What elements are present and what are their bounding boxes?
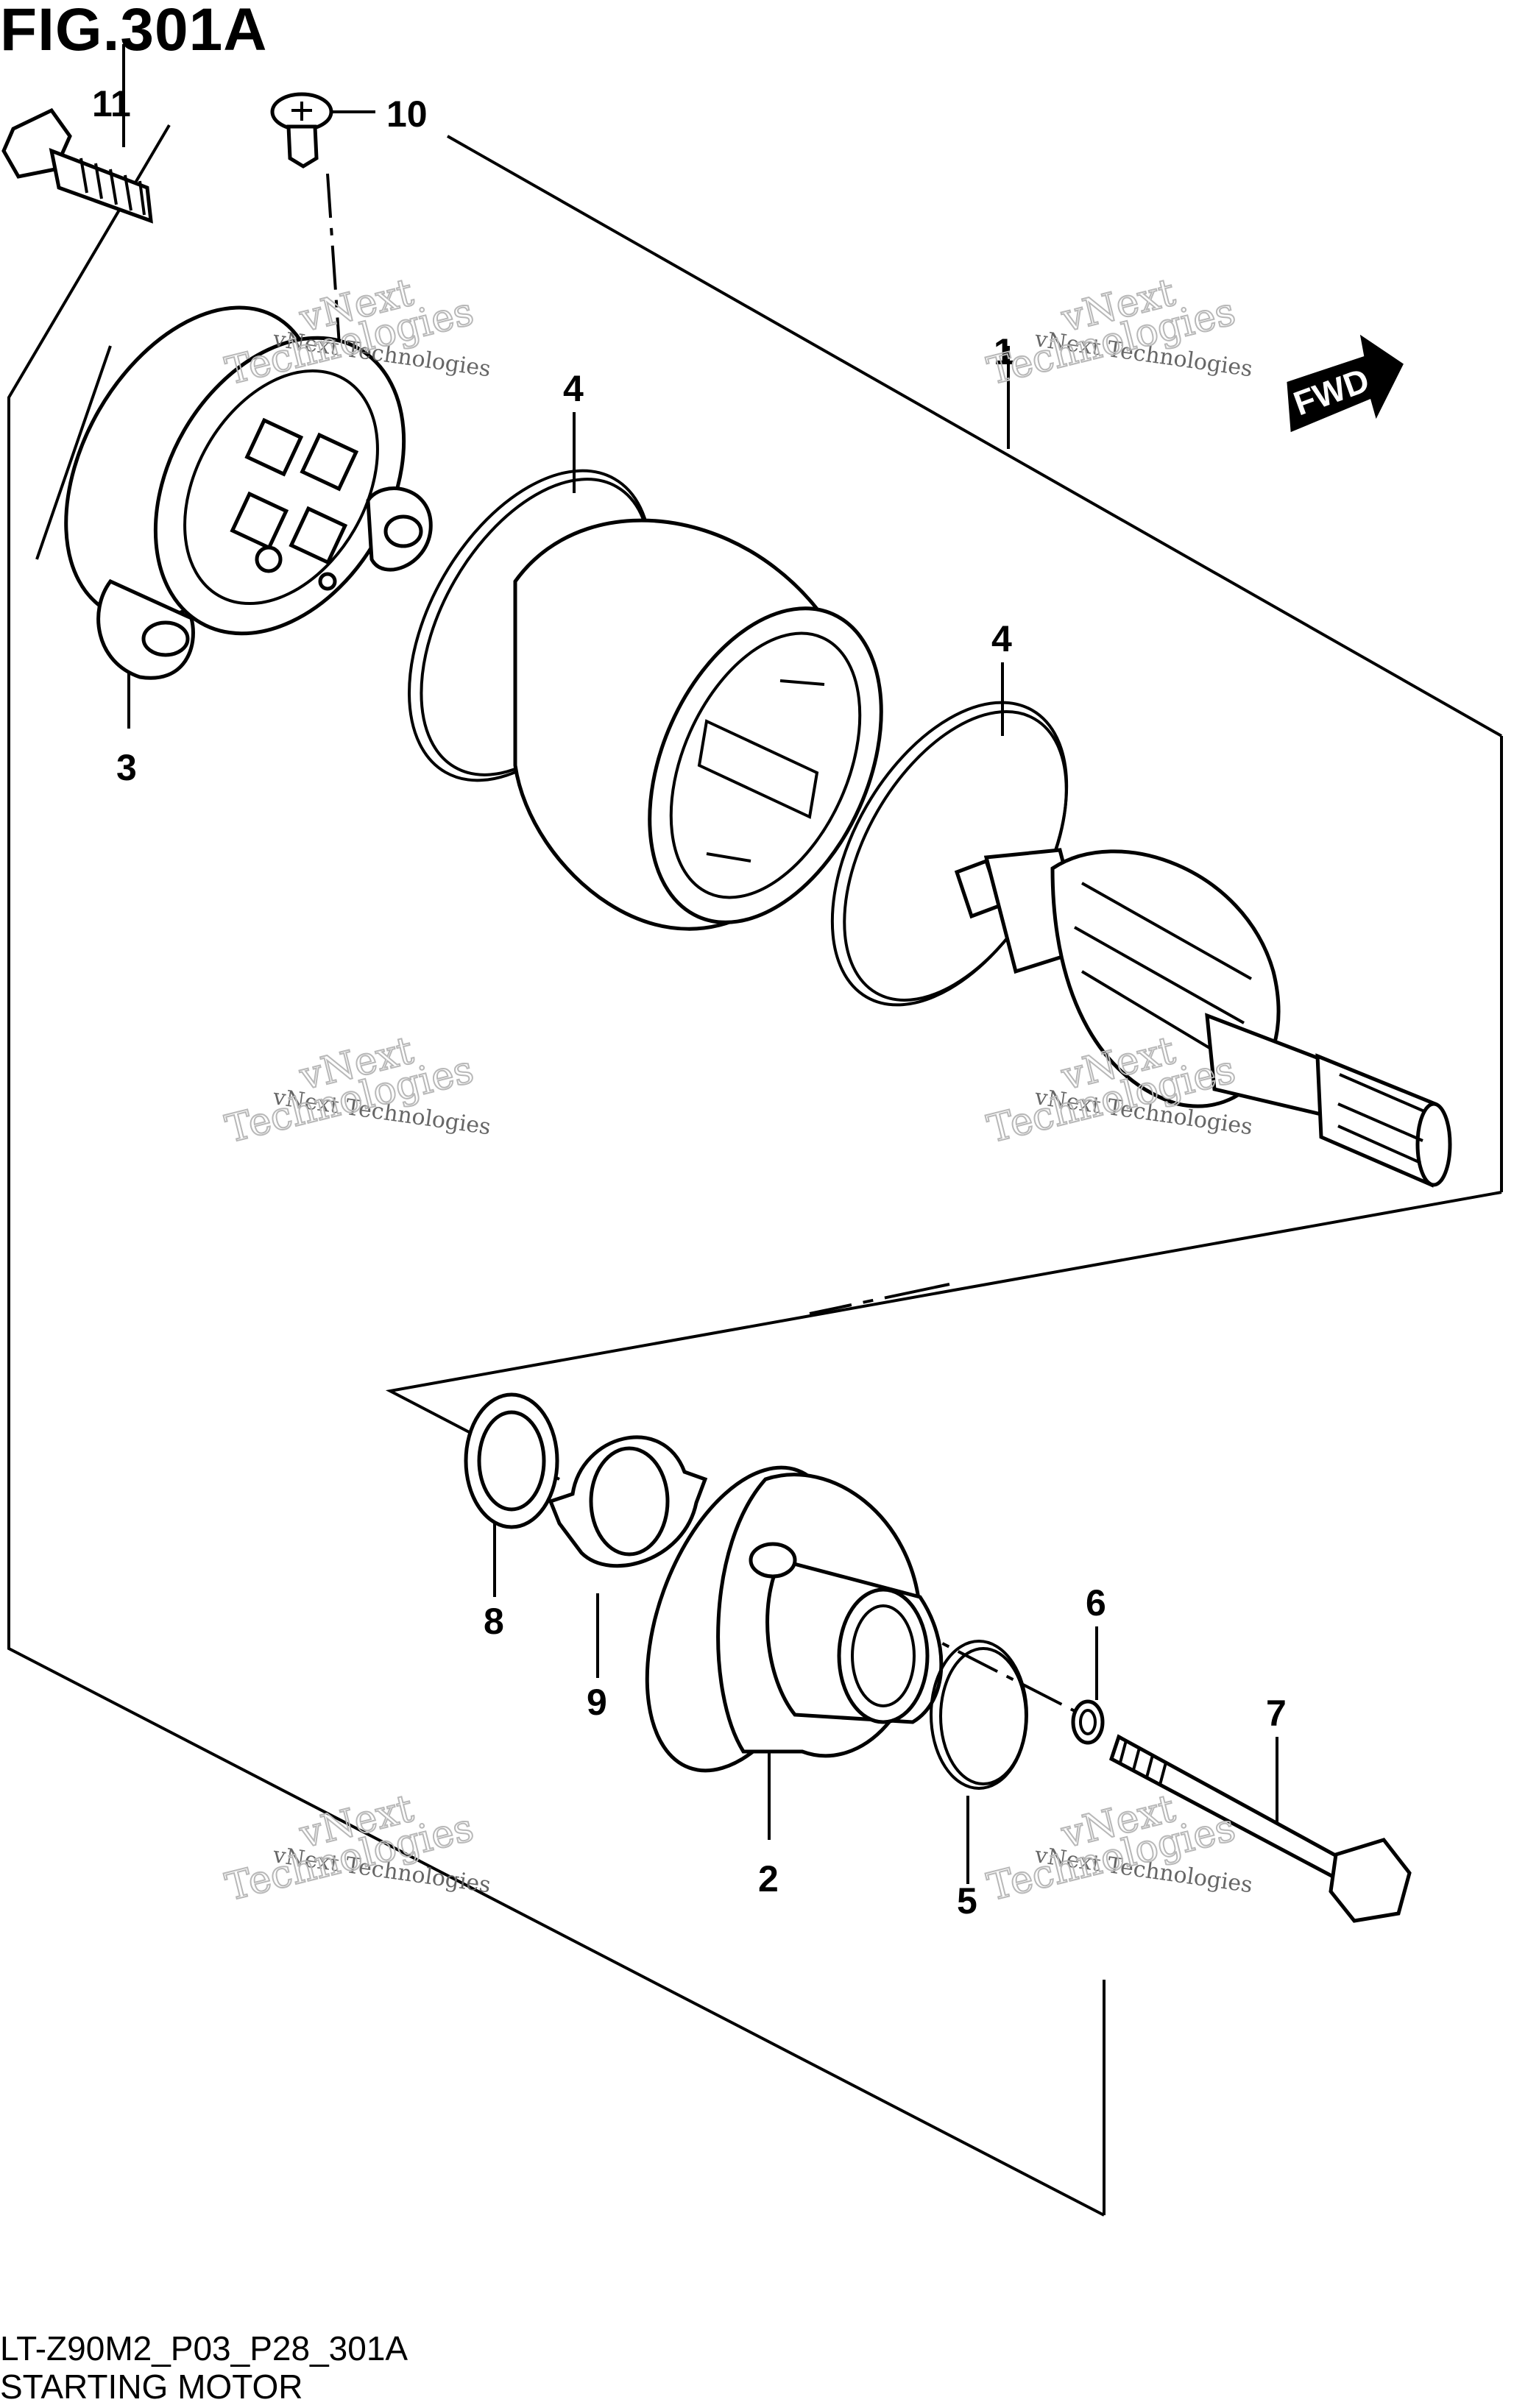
armature (954, 848, 1452, 1188)
callout-1: 1 (994, 331, 1014, 372)
watermark-bottom-left: vNext Technologies vNext Technologies (221, 1785, 492, 1911)
watermark-bottom-right: vNext Technologies vNext Technologies (983, 1785, 1254, 1911)
o-ring-part-5 (930, 1640, 1028, 1790)
watermark-top-right: vNext Technologies vNext Technologies (983, 269, 1254, 394)
callout-7: 7 (1266, 1693, 1287, 1734)
yoke-housing (513, 518, 883, 931)
long-bolt-part-7 (1108, 1734, 1412, 1923)
screw-part-10 (270, 92, 333, 169)
callout-5: 5 (957, 1880, 977, 1922)
callout-3: 3 (116, 747, 137, 788)
callout-8: 8 (484, 1601, 504, 1642)
rear-housing-part-3 (64, 305, 433, 680)
callout-4-lower: 4 (991, 618, 1012, 659)
front-housing-part-2 (645, 1465, 944, 1773)
figure-code: LT-Z90M2_P03_P28_301A (0, 2329, 408, 2368)
watermark-mid-left: vNext Technologies vNext Technologies (221, 1027, 492, 1152)
callout-9: 9 (587, 1682, 607, 1723)
washer-part-6 (1071, 1699, 1105, 1745)
callout-numbers: 1 2 3 4 4 5 6 7 8 9 10 11 (92, 83, 1287, 1922)
assembly-boundary (7, 124, 1503, 2217)
washer-part-8 (464, 1392, 559, 1529)
lock-plate-part-9 (548, 1435, 708, 1568)
figure-name: STARTING MOTOR (0, 2368, 303, 2406)
callout-11: 11 (92, 83, 131, 124)
callout-6: 6 (1086, 1582, 1106, 1623)
bolt-part-11 (1, 107, 153, 224)
figure-title: FIG.301A (0, 0, 268, 63)
fwd-arrow-icon: FWD (1287, 334, 1404, 433)
callout-2: 2 (758, 1858, 779, 1899)
callout-4-upper: 4 (563, 368, 584, 409)
callout-10: 10 (386, 93, 428, 135)
